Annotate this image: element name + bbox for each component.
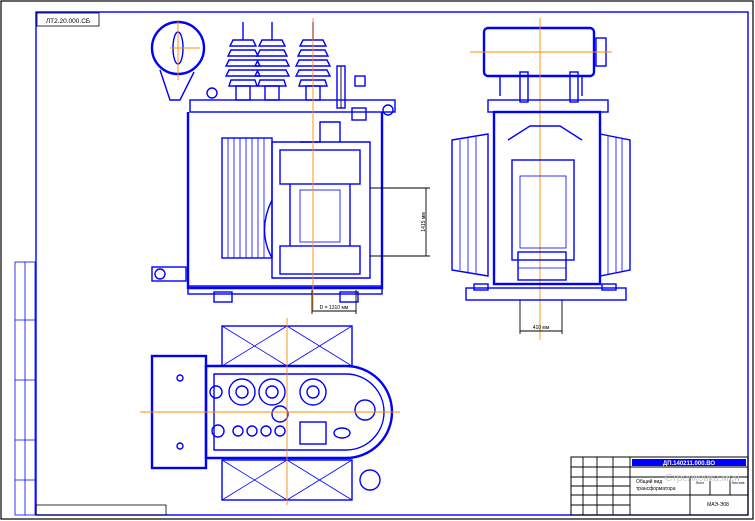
side-radiator-right [599, 133, 631, 277]
cover-bolt [382, 104, 394, 116]
title-block-name-1: Общий вид [636, 478, 662, 485]
front-view-transformer: 1415 мм D = 1310 мм [150, 18, 430, 314]
side-bushing-left [519, 71, 529, 103]
drain-valve [151, 266, 187, 282]
title-block-name-2: трансформатора [636, 486, 676, 492]
bushing-1 [224, 22, 262, 101]
tank-bottom [187, 285, 383, 295]
bottom-note-strip [35, 504, 167, 516]
height-dimension-value: 1415 мм [421, 212, 427, 232]
top-lv-bushing-row [211, 405, 289, 438]
top-pressure-relief [354, 399, 376, 421]
title-block-code: ДП.140211.000.ВО [663, 461, 715, 467]
sheet-inner-frame [35, 11, 749, 516]
bushing-2 [253, 22, 291, 101]
side-tank-body [492, 110, 602, 286]
title-block-sheets-label: Листов [732, 480, 745, 485]
top-tap-changer [299, 421, 327, 445]
top-wheel [359, 469, 381, 491]
gas-relay-gauge [336, 65, 367, 121]
front-wheel-left [213, 291, 233, 303]
width-dimension-value: 410 мм [533, 325, 550, 331]
top-view-transformer [140, 318, 400, 505]
title-block: ДП.140211.000.ВО Общий вид трансформатор… [570, 456, 749, 516]
side-tank-cover [487, 99, 609, 113]
left-binding-strip [14, 261, 36, 516]
core-and-windings [263, 121, 371, 279]
diameter-dimension: D = 1310 мм [311, 290, 357, 314]
title-block-org: МАЭ-Э08 [707, 502, 729, 508]
watermark-text: Стрелковка.мен [665, 473, 740, 484]
side-bushing-right [569, 71, 579, 103]
side-core [507, 125, 583, 281]
top-bushing-row [209, 378, 327, 406]
side-view-transformer: 410 мм [451, 18, 631, 340]
height-dimension: 1415 мм [370, 187, 430, 257]
side-base-frame [465, 287, 627, 301]
top-tank-outline [204, 364, 394, 460]
width-dimension: 410 мм [519, 300, 563, 334]
cover-lifting-eye [206, 87, 218, 99]
top-stamp: ЛТ2.20.000.СБ [36, 12, 100, 27]
diameter-dimension-value: D = 1310 мм [320, 305, 349, 311]
side-conservator [482, 26, 607, 96]
side-radiator-left [451, 133, 489, 277]
stamp-code: ЛТ2.20.000.СБ [46, 18, 90, 25]
front-wheel-right [339, 291, 359, 303]
tank-body [186, 112, 384, 290]
front-radiator [221, 137, 273, 259]
hv-bushings [224, 22, 332, 101]
title-block-sheet-label: Лист [696, 480, 705, 485]
tank-cover [189, 99, 396, 113]
